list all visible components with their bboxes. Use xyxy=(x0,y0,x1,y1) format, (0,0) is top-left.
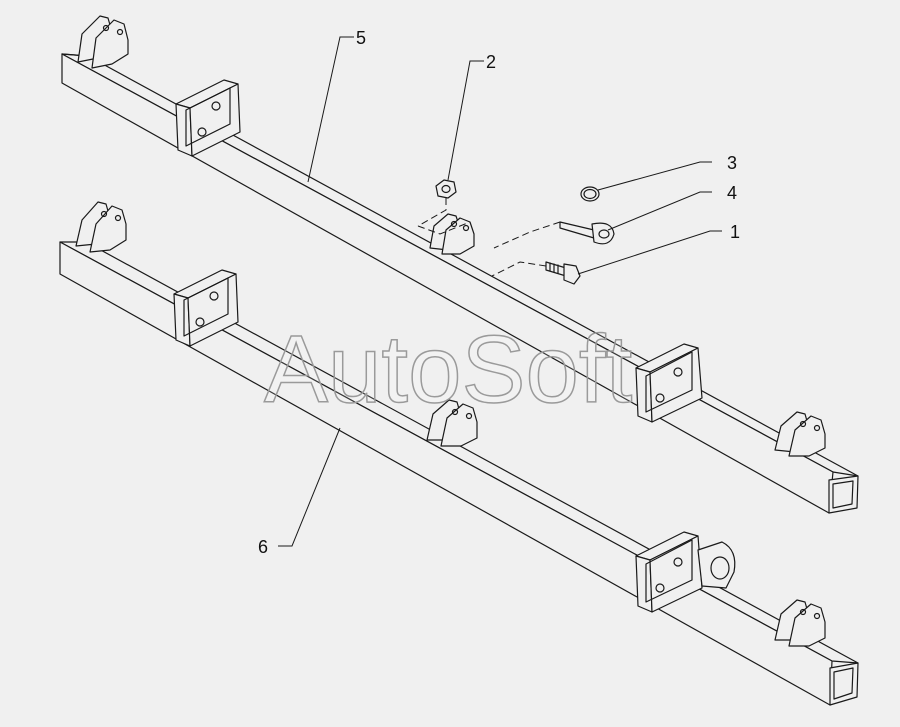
callout-3: 3 xyxy=(727,153,737,173)
bolt-part-1 xyxy=(545,261,581,285)
lower-lug-3 xyxy=(774,599,826,647)
ring-part-3 xyxy=(580,186,600,202)
lower-lug-2 xyxy=(426,399,478,447)
upper-plate-bracket-2 xyxy=(635,343,703,423)
callout-2: 2 xyxy=(486,52,496,72)
leader-5 xyxy=(307,36,354,183)
upper-lug-2 xyxy=(429,213,475,255)
callout-4: 4 xyxy=(727,183,737,203)
nut-part-2 xyxy=(435,179,457,199)
callout-1: 1 xyxy=(730,222,740,242)
callout-5: 5 xyxy=(356,28,366,48)
assembly-line-pin xyxy=(493,221,561,249)
lower-beam-end-hole xyxy=(833,667,854,700)
assembly-line-lug xyxy=(417,221,471,235)
leader-4 xyxy=(607,191,712,231)
lower-plate-bracket-2 xyxy=(635,531,736,613)
leader-2 xyxy=(447,60,484,181)
pin-part-4 xyxy=(559,221,615,245)
upper-lug-3 xyxy=(774,411,826,457)
callout-6: 6 xyxy=(258,537,268,557)
leader-6 xyxy=(278,427,341,547)
lower-lug-1 xyxy=(75,201,127,253)
assembly-line-bolt xyxy=(491,261,547,277)
upper-lug-1 xyxy=(77,15,129,69)
upper-beam-end-hole xyxy=(832,480,854,509)
assembly-line-nut xyxy=(417,198,447,227)
watermark-text: AutoSoft xyxy=(264,316,632,423)
upper-plate-bracket-1 xyxy=(175,79,241,157)
leader-1 xyxy=(577,230,722,275)
lower-beam-end-face xyxy=(829,662,859,706)
lower-plate-bracket-1 xyxy=(173,269,239,347)
leader-3 xyxy=(597,161,712,191)
